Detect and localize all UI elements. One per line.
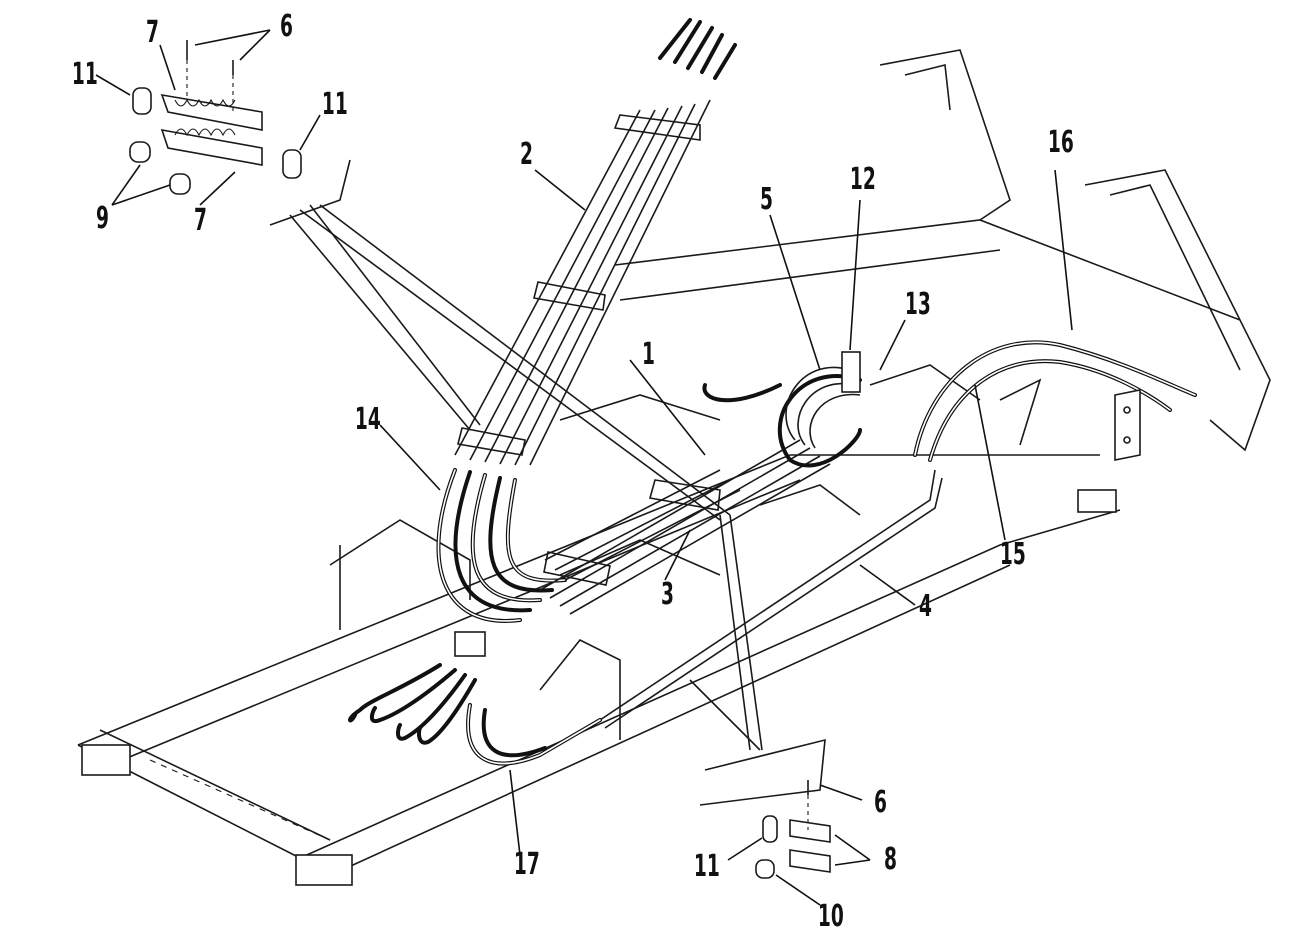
callout-17: 17 <box>513 847 540 882</box>
hose-front-ends <box>348 631 486 745</box>
callout-3: 3 <box>660 577 674 612</box>
bushing-9-a <box>129 141 151 163</box>
callout-13: 13 <box>904 287 931 322</box>
callout-6-bottom: 6 <box>873 785 887 820</box>
callout-7-top: 7 <box>145 15 159 50</box>
callout-1: 1 <box>641 337 655 372</box>
hose-long-rear <box>913 340 1197 462</box>
callout-4: 4 <box>918 589 932 624</box>
clamp-assembly-upper <box>129 40 302 195</box>
spacer-11-upper-right <box>282 149 302 179</box>
hose-side-line <box>466 469 943 766</box>
lower-v-support <box>689 514 826 806</box>
callout-8: 8 <box>883 842 897 877</box>
spacer-11-upper-left <box>132 87 152 115</box>
clamp-assembly-lower <box>755 780 831 879</box>
callout-5: 5 <box>759 182 773 217</box>
frame-foot-rear <box>1077 489 1117 513</box>
callout-11-left: 11 <box>71 57 98 92</box>
platform-frame <box>77 49 1271 886</box>
bushing-10 <box>755 859 775 879</box>
callout-7-bottom: 7 <box>193 203 207 238</box>
upper-v-support <box>269 159 731 521</box>
hose-bundle-upper <box>454 18 737 466</box>
callout-12: 12 <box>849 162 876 197</box>
callout-15: 15 <box>999 537 1026 572</box>
frame-foot-left <box>81 744 131 776</box>
bushing-9-b <box>169 173 191 195</box>
callout-2: 2 <box>519 137 533 172</box>
bracket-12 <box>841 351 861 393</box>
spacer-11-lower <box>762 815 778 843</box>
frame-foot-right <box>295 854 353 886</box>
hose-bundle-curved <box>436 468 567 623</box>
callout-11-bottom: 11 <box>693 849 720 884</box>
hose-loop-rear <box>702 351 862 468</box>
callout-16: 16 <box>1047 125 1074 160</box>
callout-9: 9 <box>95 201 109 236</box>
callout-6-top: 6 <box>279 9 293 44</box>
valve-block <box>454 631 486 657</box>
callout-14: 14 <box>354 402 381 437</box>
callout-11-right: 11 <box>321 87 348 122</box>
leader-lines <box>95 29 1073 906</box>
callout-10: 10 <box>817 899 844 934</box>
